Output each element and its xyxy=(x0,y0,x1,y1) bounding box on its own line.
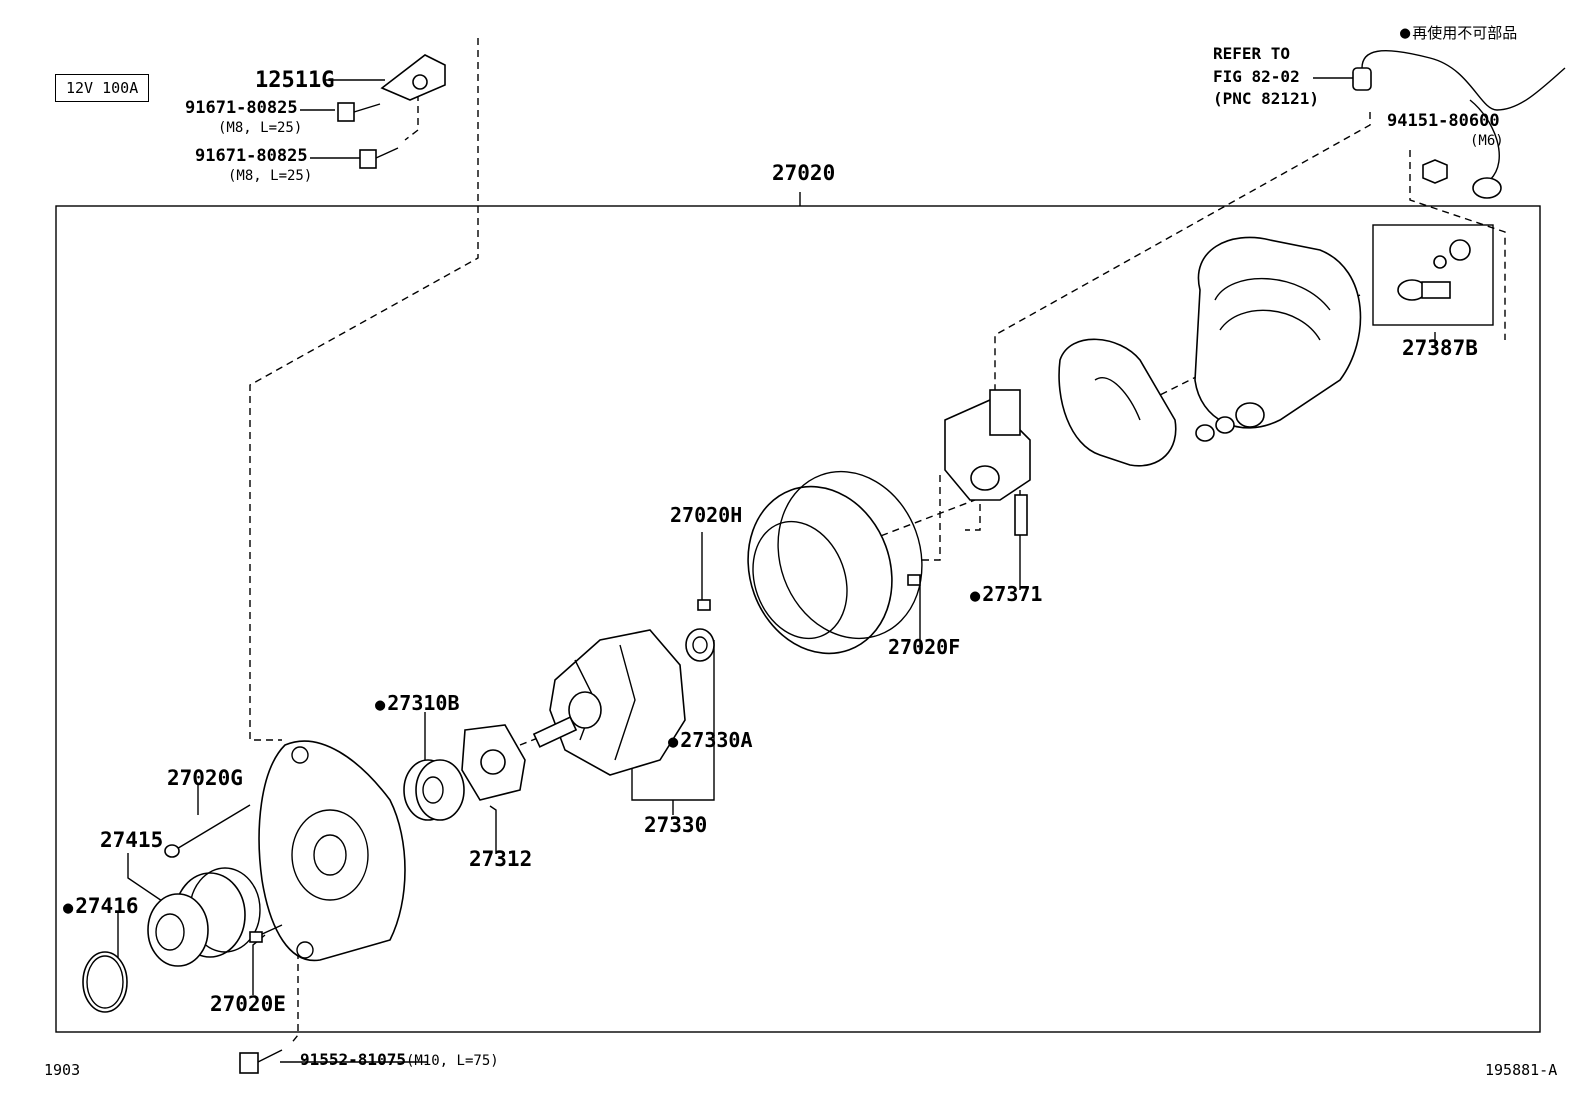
label-27020H: 27020H xyxy=(670,503,743,527)
rear-housing xyxy=(1194,236,1362,429)
label-27020E: 27020E xyxy=(210,992,286,1016)
label-91552-spec: (M10, L=75) xyxy=(405,1053,499,1069)
label-27312: 27312 xyxy=(469,847,533,871)
stator xyxy=(747,485,893,655)
label-27020G: 27020G xyxy=(167,766,243,790)
label-91671a: 91671-80825 xyxy=(185,98,298,118)
label-27020: 27020 xyxy=(772,161,836,185)
assembly-frame xyxy=(55,205,1541,1033)
label-91671b: 91671-80825 xyxy=(195,146,308,166)
refer-line-2: FIG 82-02 xyxy=(1213,67,1300,86)
guide-line-left xyxy=(249,38,479,741)
legend-dot-icon xyxy=(1400,24,1412,42)
footer-left-code: 1903 xyxy=(44,1061,81,1079)
rectifier xyxy=(1058,338,1177,467)
label-27310B: 27310B xyxy=(375,693,459,714)
legend-text: 再使用不可部品 xyxy=(1412,24,1518,42)
refer-line-1: REFER TO xyxy=(1213,44,1291,63)
label-27387B: 27387B xyxy=(1402,336,1478,360)
label-94151: 94151-80600 xyxy=(1387,111,1500,131)
footer-right-code: 195881-A xyxy=(1485,1061,1558,1079)
legend: 再使用不可部品 xyxy=(1400,24,1518,42)
label-27371: 27371 xyxy=(970,584,1042,605)
label-12511G: 12511G xyxy=(255,68,335,93)
refer-line-3: (PNC 82121) xyxy=(1213,89,1319,108)
label-91671a-spec: (M8, L=25) xyxy=(218,120,303,136)
label-27415: 27415 xyxy=(100,828,164,852)
front-housing xyxy=(258,740,406,962)
label-27020F: 27020F xyxy=(888,635,961,659)
label-27330A: 27330A xyxy=(668,730,752,751)
label-27330: 27330 xyxy=(644,813,708,837)
label-91552-number: 91552-81075 xyxy=(300,1050,406,1069)
label-91671b-spec: (M8, L=25) xyxy=(228,168,313,184)
label-94151-spec: (M6) xyxy=(1470,133,1504,149)
label-91552: 91552-81075(M10, L=75) xyxy=(300,1050,499,1069)
spec-box: 12V 100A xyxy=(55,74,150,102)
label-27416: 27416 xyxy=(63,896,138,917)
